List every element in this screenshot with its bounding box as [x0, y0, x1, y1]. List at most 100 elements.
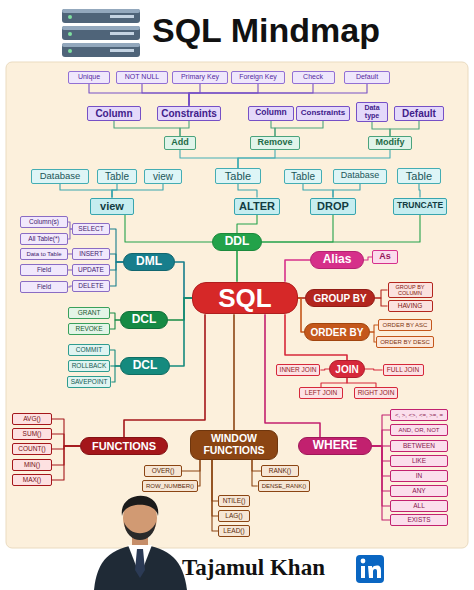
connector-line — [303, 184, 333, 198]
node-text: JOIN — [335, 364, 358, 375]
category-pill: WINDOW FUNCTIONS — [190, 430, 278, 460]
node-text: view — [153, 171, 173, 182]
item-box: GROUP BY COLUMN — [388, 282, 433, 298]
command-box: DROP — [310, 198, 356, 215]
node-text: MIN() — [24, 461, 40, 468]
connector-line — [168, 298, 192, 320]
connector-line — [52, 446, 80, 480]
command-box: view — [90, 198, 134, 215]
object-box: Table — [284, 169, 322, 184]
connector-line — [275, 121, 323, 137]
action-box: Remove — [250, 136, 300, 150]
node-text: COMMIT — [76, 346, 102, 353]
connector-line — [89, 84, 189, 106]
item-box: COUNT() — [12, 443, 52, 455]
server-highlight — [62, 26, 140, 30]
node-text: Data to Table — [26, 251, 61, 258]
connector-line — [262, 215, 420, 243]
category-pill: JOIN — [329, 360, 365, 378]
node-text: NTILE() — [223, 497, 246, 504]
connector-line — [180, 121, 189, 137]
connector-line — [238, 150, 275, 168]
node-text: ORDER BY — [311, 327, 364, 338]
suit — [94, 544, 187, 590]
constraint-box: Foreign Key — [231, 71, 285, 84]
connector-line — [182, 460, 200, 471]
category-pill: DML — [123, 253, 175, 271]
item-box: DELETE — [72, 280, 110, 292]
node-text: view — [100, 200, 124, 212]
node-text: EXISTS — [407, 516, 430, 523]
item-box: INSERT — [72, 248, 110, 260]
item-box: RIGHT JOIN — [354, 387, 399, 399]
linkedin-glyph — [361, 559, 366, 564]
node-text: DROP — [317, 200, 349, 212]
node-text: Add — [171, 138, 189, 148]
node-text: SAVEPOINT — [71, 378, 108, 385]
server-light — [68, 15, 72, 19]
node-text: GRANT — [78, 309, 101, 316]
connector-line — [110, 254, 123, 262]
connector-line — [372, 122, 390, 136]
connector-line — [233, 314, 235, 430]
page-title: SQL Mindmap — [152, 12, 380, 49]
object-box: view — [144, 169, 182, 184]
connector-line — [285, 260, 310, 282]
option-box: Data type — [356, 102, 388, 122]
node-text: AND, OR, NOT — [398, 427, 439, 434]
node-text: LAG() — [225, 512, 242, 519]
node-text: Check — [303, 73, 323, 81]
node-text: Alias — [323, 253, 352, 266]
connector-line — [110, 320, 120, 329]
connector-line — [60, 184, 112, 198]
node-text: Constraints — [301, 109, 345, 118]
item-box: SAVEPOINT — [67, 376, 112, 388]
node-text: All Table(*) — [28, 235, 59, 242]
node-text: Foreign Key — [239, 73, 277, 81]
option-box: Constraints — [296, 106, 350, 121]
option-box: Constraints — [157, 106, 221, 121]
connector-line — [189, 84, 367, 106]
author-name: Tajamul Khan — [182, 555, 325, 580]
item-box: OVER() — [144, 465, 182, 477]
connector-line — [52, 434, 80, 446]
node-text: WHERE — [313, 439, 358, 452]
item-box: ORDER BY ASC — [378, 319, 432, 331]
item-box: ROW_NUMBER() — [142, 480, 198, 492]
connector-line — [52, 419, 80, 446]
connector-line — [372, 446, 390, 476]
item-box: LEFT JOIN — [299, 387, 343, 399]
node-text: INSERT — [79, 250, 103, 257]
connector-line — [419, 184, 420, 197]
constraint-box: Default — [344, 71, 390, 84]
hub-node: SQL — [192, 282, 298, 315]
connector-line — [52, 446, 80, 465]
item-box: REVOKE — [68, 323, 110, 335]
node-text: HAVING — [398, 302, 422, 309]
node-text: As — [379, 252, 391, 262]
object-box: Table — [215, 168, 261, 184]
node-text: WINDOW FUNCTIONS — [194, 433, 274, 456]
connector-line — [375, 290, 388, 298]
node-text: LEFT JOIN — [305, 389, 337, 396]
connector-line — [238, 184, 257, 197]
connector-line — [390, 121, 419, 137]
connector-line — [142, 84, 189, 106]
item-box: SELECT — [72, 223, 110, 235]
connector-line — [114, 121, 180, 137]
connector-line — [189, 84, 313, 106]
node-text: ROW_NUMBER() — [146, 483, 194, 490]
connector-line — [124, 314, 205, 437]
server-light — [68, 49, 72, 53]
server-slot — [110, 32, 134, 35]
linkedin-square — [356, 555, 384, 583]
background-panel — [6, 62, 468, 548]
connector-line — [110, 229, 123, 262]
node-text: Field — [37, 283, 51, 290]
item-box: Field — [20, 281, 68, 293]
category-pill: Alias — [310, 251, 364, 269]
item-box: Field — [20, 264, 68, 276]
node-text: GROUP BY — [313, 293, 366, 304]
server-layer — [62, 43, 140, 57]
connector-line — [125, 215, 212, 243]
